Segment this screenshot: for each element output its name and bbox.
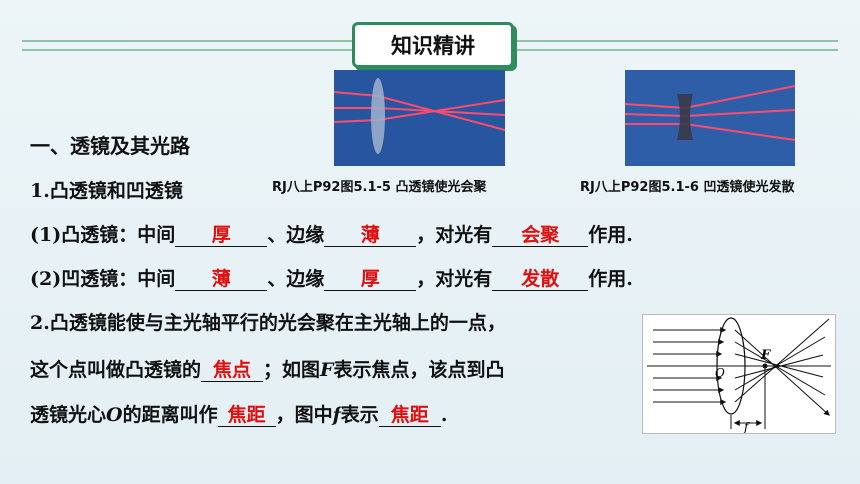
focus-line-3: 透镜光心O的距离叫作焦距，图中f表示焦距. xyxy=(30,400,447,427)
convex-lens-diagram-art: F O f xyxy=(647,317,831,434)
symbol-O: O xyxy=(106,404,123,426)
concave-lens-line: (2)凹透镜：中间薄、边缘厚，对光有发散作用. xyxy=(30,264,633,291)
concave-lens-photo xyxy=(625,70,795,166)
page-title-text: 知识精讲 xyxy=(391,34,475,58)
answer-convex-edge: 薄 xyxy=(324,225,417,247)
focus-l2b: ；如图 xyxy=(263,359,321,381)
convex-lens-line: (1)凸透镜：中间厚、边缘薄，对光有会聚作用. xyxy=(30,220,633,247)
concave-prefix: (2)凹透镜：中间 xyxy=(30,268,176,290)
focus-line-2: 这个点叫做凸透镜的焦点；如图F表示焦点，该点到凸 xyxy=(30,355,505,382)
answer-convex-effect: 会聚 xyxy=(492,225,589,247)
answer-focus-point: 焦点 xyxy=(201,360,264,382)
answer-concave-edge: 厚 xyxy=(324,269,417,291)
item1-heading: 1.凸透镜和凹透镜 xyxy=(30,180,183,202)
caption-convex: RJ八上P92图5.1-5 凸透镜使光会聚 xyxy=(272,180,487,195)
focus-l2a: 这个点叫做凸透镜的 xyxy=(30,359,202,381)
concave-mid2: ，对光有 xyxy=(416,268,493,290)
focus-l3a: 透镜光心 xyxy=(30,404,107,426)
convex-prefix: (1)凸透镜：中间 xyxy=(30,224,176,246)
convex-lens-photo xyxy=(334,70,505,166)
focus-l3e: . xyxy=(440,404,448,426)
convex-mid2: ，对光有 xyxy=(416,224,493,246)
focus-l2c: 表示焦点，该点到凸 xyxy=(333,359,505,381)
page-title: 知识精讲 xyxy=(352,22,514,68)
focus-l3c: ，图中 xyxy=(275,404,333,426)
caption-concave: RJ八上P92图5.1-6 凹透镜使光发散 xyxy=(580,180,795,195)
answer-focal-length-1: 焦距 xyxy=(217,405,276,427)
concave-suffix: 作用. xyxy=(588,268,633,290)
answer-focal-length-2: 焦距 xyxy=(378,405,441,427)
convex-lens-diagram: F O f xyxy=(642,314,836,434)
concave-lens-photo-art xyxy=(625,70,795,166)
answer-concave-middle: 薄 xyxy=(175,269,268,291)
diagram-label-f: f xyxy=(743,420,751,433)
concave-mid1: 、边缘 xyxy=(267,268,325,290)
answer-convex-middle: 厚 xyxy=(175,225,268,247)
focus-l3d: 表示 xyxy=(340,404,379,426)
focus-line-1: 2.凸透镜能使与主光轴平行的光会聚在主光轴上的一点， xyxy=(30,312,506,334)
convex-mid1: 、边缘 xyxy=(267,224,325,246)
symbol-F: F xyxy=(320,359,334,381)
symbol-f: f xyxy=(332,404,341,426)
diagram-label-O: O xyxy=(715,366,725,380)
convex-lens-photo-art xyxy=(334,70,505,166)
focus-l3b: 的距离叫作 xyxy=(122,404,218,426)
convex-suffix: 作用. xyxy=(588,224,633,246)
section-heading: 一、透镜及其光路 xyxy=(30,134,190,158)
diagram-label-F: F xyxy=(760,348,771,363)
answer-concave-effect: 发散 xyxy=(492,269,589,291)
